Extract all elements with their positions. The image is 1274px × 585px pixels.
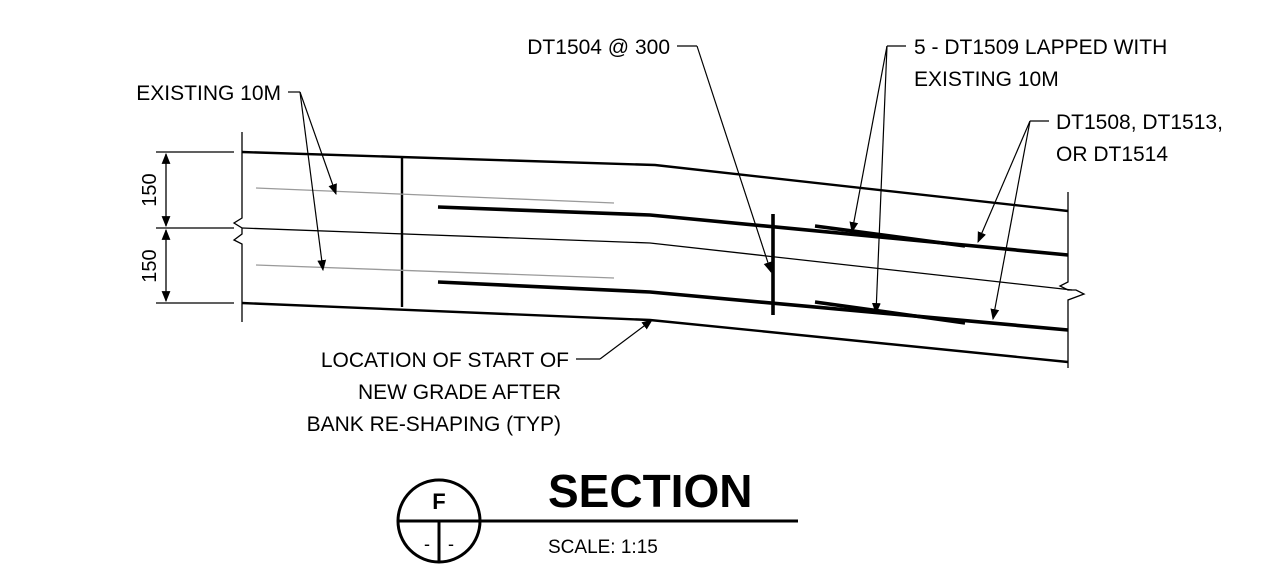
label-location-line2: NEW GRADE AFTER (358, 381, 561, 404)
label-dt1508-line1: DT1508, DT1513, (1056, 111, 1223, 134)
slab-geometry (232, 132, 1086, 368)
leader-dt1504-arrow (696, 45, 773, 274)
label-dt1504: DT1504 @ 300 (527, 36, 670, 59)
middle-joint-line (241, 227, 1073, 291)
leader-dt1508-arrow-1 (977, 120, 1031, 244)
label-location-line3: BANK RE-SHAPING (TYP) (307, 413, 561, 436)
existing-bar-lower (255, 264, 615, 279)
leader-dt1508-arrow-2 (990, 120, 1031, 321)
sheet-right: - (448, 534, 454, 554)
section-title-block: F - - SECTION SCALE: 1:15 (396, 465, 798, 564)
new-bars (437, 205, 1069, 332)
section-title: SECTION (548, 465, 752, 517)
new-bar-lower (437, 280, 1069, 332)
label-location-line1: LOCATION OF START OF (321, 349, 569, 372)
leader-lines (288, 45, 1049, 360)
label-existing-10m: EXISTING 10M (136, 82, 281, 105)
new-bar-upper (437, 205, 1069, 257)
existing-bars (255, 187, 615, 279)
leader-dt1509-arrow-1 (849, 45, 888, 234)
dim-text-upper: 150 (139, 173, 161, 206)
lap-bar-upper (814, 224, 966, 248)
existing-bar-upper (255, 187, 615, 204)
dim-text-lower: 150 (139, 249, 161, 282)
label-dt1509-line1: 5 - DT1509 LAPPED WITH (914, 36, 1167, 59)
section-letter: F (432, 489, 445, 514)
lap-bar-lower (814, 300, 966, 325)
dimension-group: 150 150 (139, 151, 234, 304)
label-dt1509-line2: EXISTING 10M (914, 68, 1059, 91)
annotation-labels: EXISTING 10M DT1504 @ 300 5 - DT1509 LAP… (136, 36, 1223, 436)
leader-existing-10m-arrow-1 (299, 91, 337, 196)
sheet-left: - (424, 534, 430, 554)
label-dt1508-line2: OR DT1514 (1056, 143, 1168, 166)
top-surface-line (241, 150, 1069, 213)
left-break-line (232, 132, 243, 322)
leader-location-arrow (599, 319, 653, 360)
right-break-line (1058, 192, 1086, 368)
section-scale: SCALE: 1:15 (548, 537, 658, 558)
leader-dt1509-arrow-2 (872, 45, 888, 315)
leader-existing-10m-arrow-2 (299, 91, 327, 272)
